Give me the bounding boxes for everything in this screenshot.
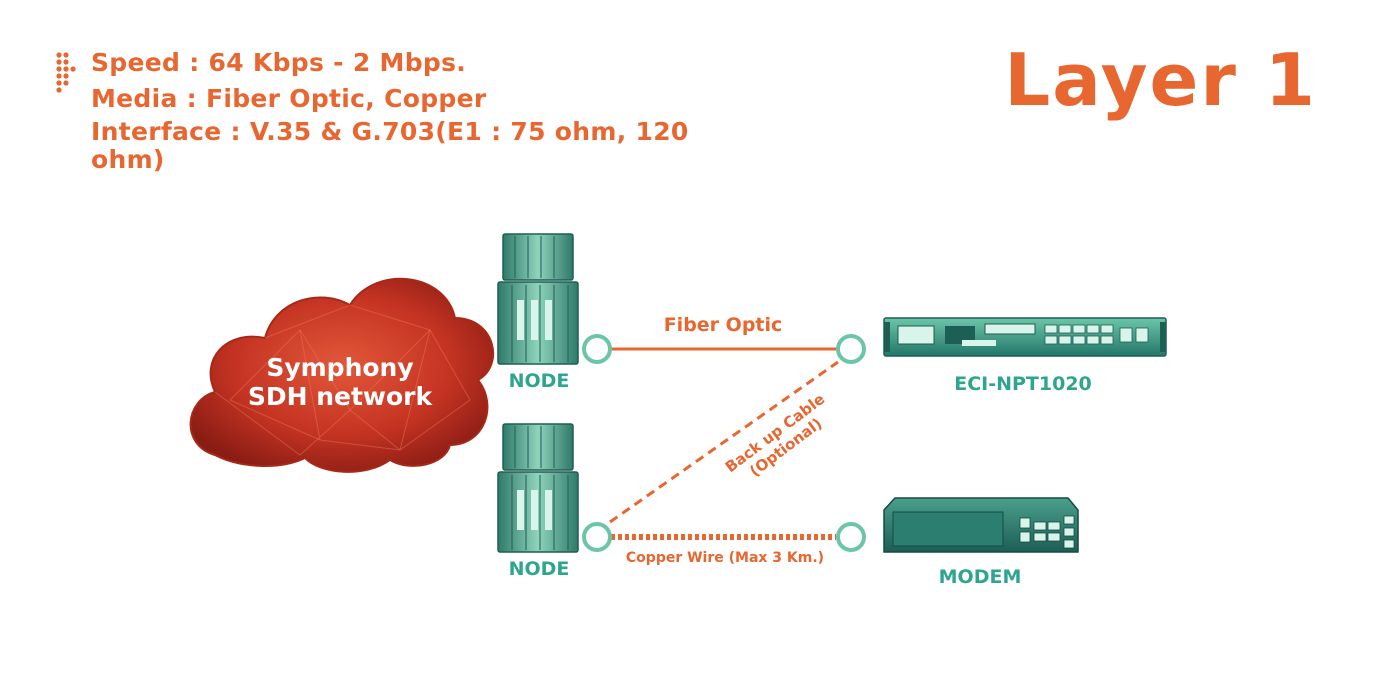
modem-device-label: MODEM — [939, 566, 1022, 588]
dot-grid-bullet-icon — [56, 52, 76, 93]
connector-modem — [836, 522, 866, 552]
cloud-label-line1: Symphony — [266, 353, 413, 382]
fiber-optic-label: Fiber Optic — [664, 314, 783, 336]
backup-cable-link — [609, 360, 839, 524]
eci-device-label: ECI-NPT1020 — [954, 373, 1092, 395]
spec-media: Media : Fiber Optic, Copper — [91, 84, 487, 113]
copper-wire-label: Copper Wire (Max 3 Km.) — [626, 550, 824, 566]
spec-interface: Interface : V.35 & G.703(E1 : 75 ohm, 12… — [91, 117, 689, 174]
node-bottom-icon — [497, 423, 579, 553]
node-bottom-label: NODE — [509, 558, 570, 580]
cloud-label-line2: SDH network — [248, 382, 434, 411]
spec-speed: Speed : 64 Kbps - 2 Mbps. — [91, 48, 467, 77]
node-top-label: NODE — [509, 370, 570, 392]
sdh-cloud-icon — [189, 277, 495, 473]
modem-device-icon — [883, 497, 1079, 553]
eci-device-icon — [883, 317, 1167, 357]
connector-eci — [836, 334, 866, 364]
connector-node-bottom — [582, 522, 612, 552]
node-top-icon — [497, 233, 579, 365]
page-title: Layer 1 — [1004, 38, 1317, 122]
connector-node-top — [582, 334, 612, 364]
